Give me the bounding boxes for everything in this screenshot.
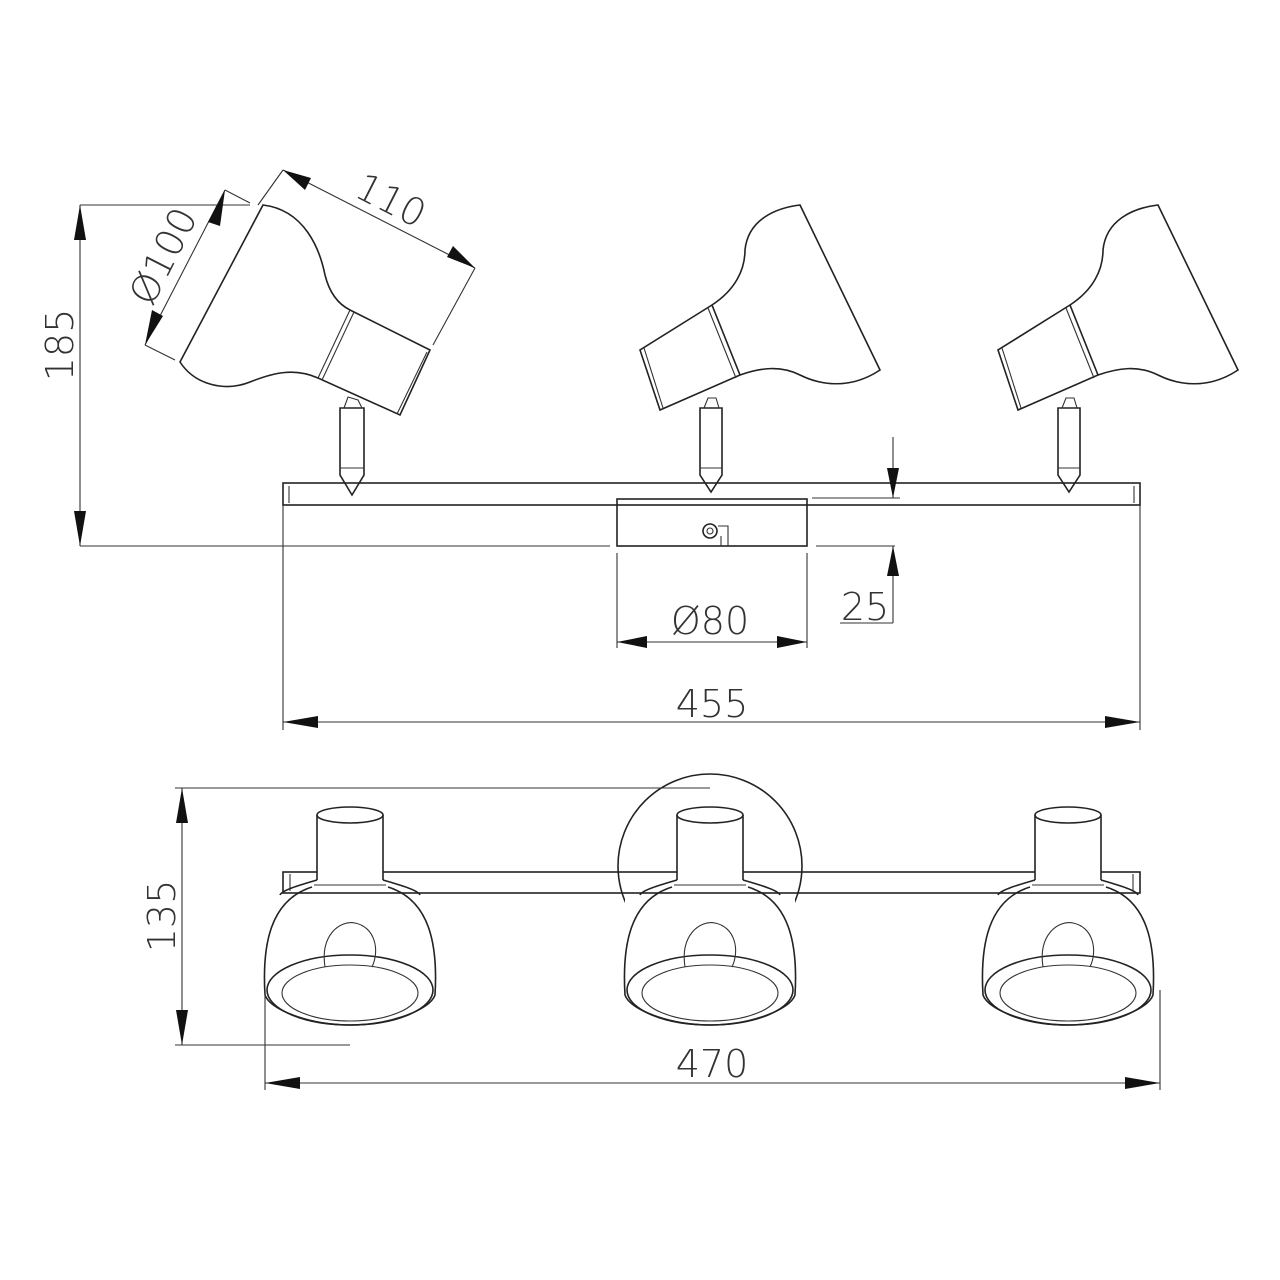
backplate bbox=[616, 498, 808, 547]
dim-depth: 135 bbox=[140, 880, 184, 953]
dim-overall-length: 470 bbox=[676, 1042, 749, 1086]
spotlight-head-left bbox=[179, 204, 432, 497]
dim-height: 185 bbox=[38, 309, 82, 382]
screw-icon bbox=[702, 523, 718, 539]
dim-backplate-diameter: Ø80 bbox=[671, 599, 749, 643]
dim-shade-diameter: Ø100 bbox=[121, 200, 207, 311]
top-view: 135 470 bbox=[140, 773, 1161, 1090]
front-view: 185 110 Ø100 Ø80 25 bbox=[38, 164, 1239, 730]
dim-bar-length: 455 bbox=[676, 682, 749, 726]
spotlight-head-right bbox=[997, 204, 1239, 493]
bar bbox=[282, 482, 1141, 506]
spotlight-head-middle bbox=[639, 204, 881, 493]
dim-backplate-depth: 25 bbox=[841, 585, 889, 629]
